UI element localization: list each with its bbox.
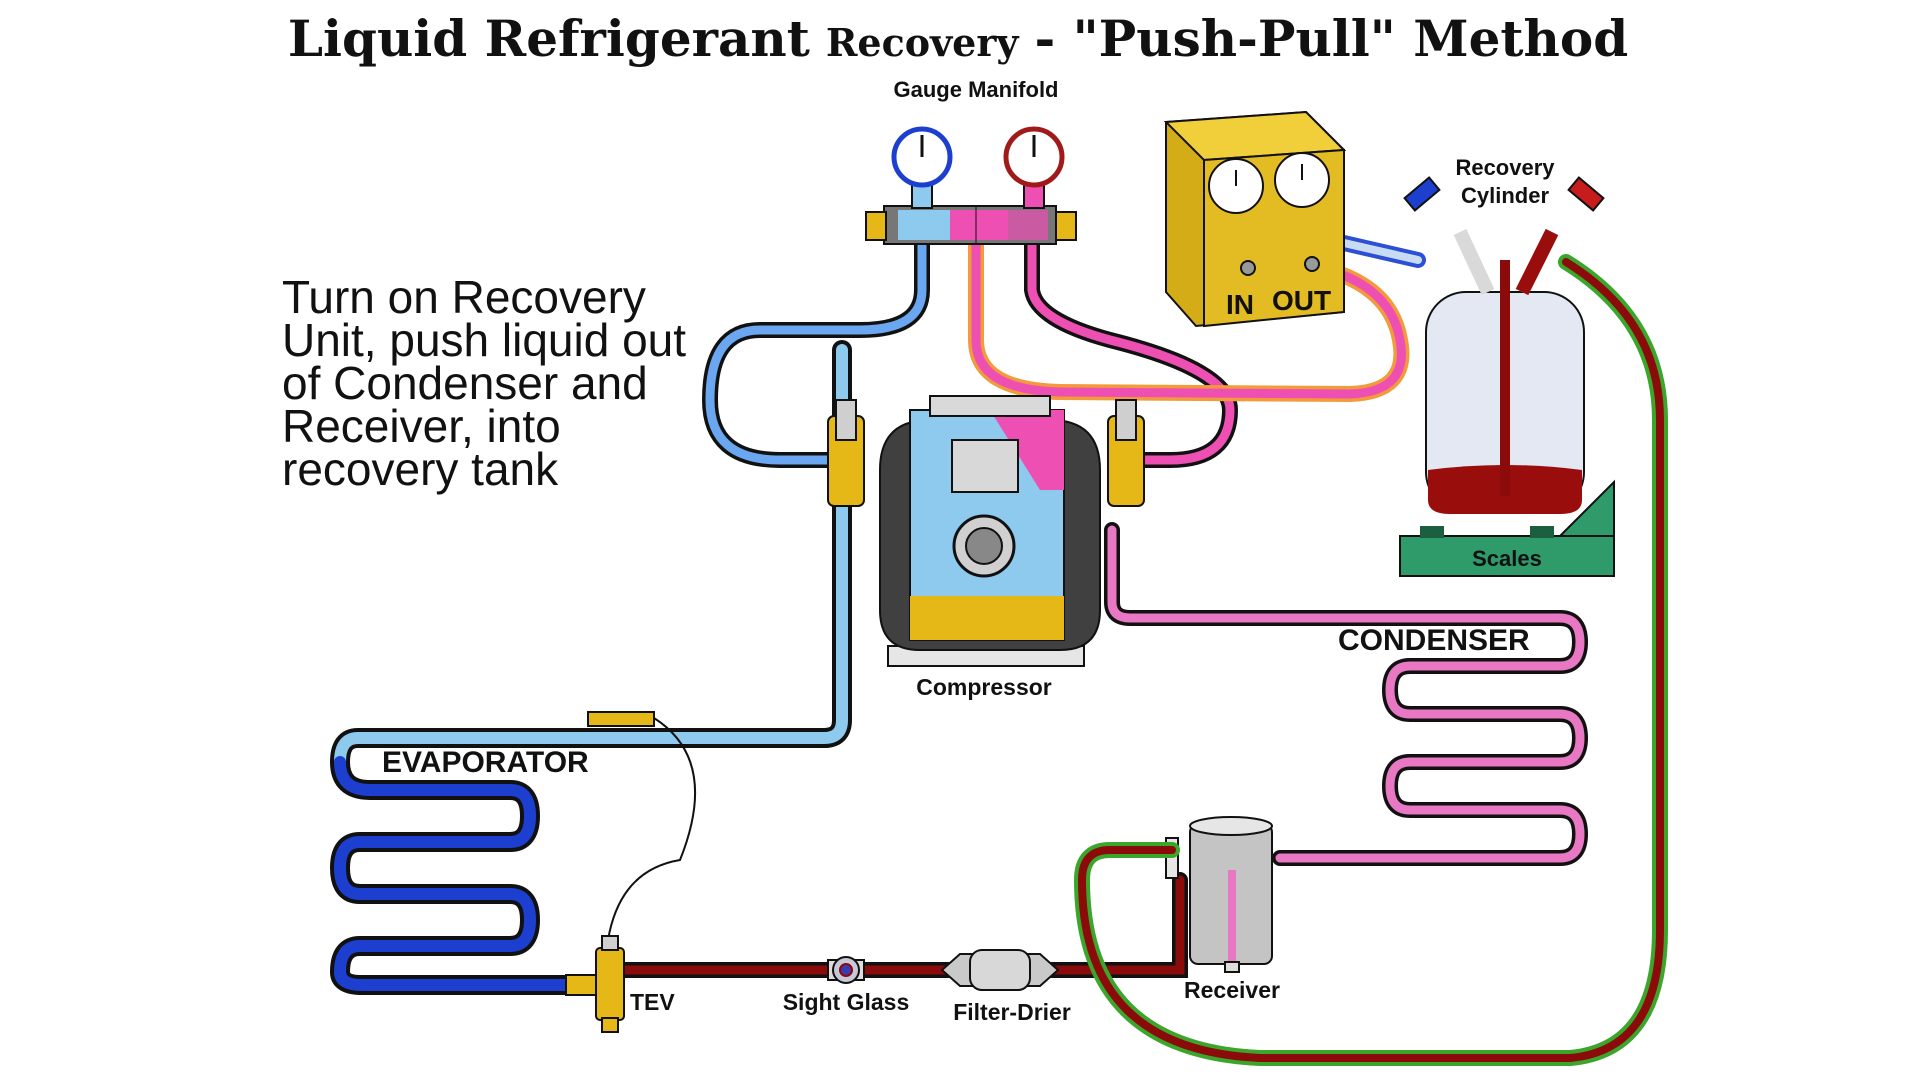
receiver-label: Receiver [1184,977,1280,1003]
evaporator-coil: EVAPORATOR [330,340,852,995]
gauge-manifold [865,183,1077,245]
low-side-gauge [891,126,953,188]
compressor [827,395,1145,667]
recovery-cylinder-label-1: Recovery [1455,155,1555,180]
filter-drier [940,949,1060,991]
recovery-in-label: IN [1226,289,1254,320]
instruction-line-4: Receiver, into [282,400,561,452]
tev-label: TEV [630,989,675,1015]
instruction-text: Turn on Recovery Unit, push liquid out o… [282,271,686,495]
recovery-cylinder [1403,176,1605,514]
gauge-manifold-label: Gauge Manifold [894,77,1059,102]
sight-glass [827,956,865,984]
high-side-gauge [1003,126,1065,188]
condenser-label: CONDENSER [1338,624,1530,657]
compressor-label: Compressor [916,674,1052,700]
tev-sensing-bulb [587,711,697,941]
recovery-unit [1163,110,1347,328]
instruction-line-1: Turn on Recovery [282,271,646,323]
recovery-out-label: OUT [1272,285,1331,316]
filter-drier-label: Filter-Drier [953,999,1071,1025]
scales-label: Scales [1472,546,1542,571]
diagram-title: Liquid Refrigerant Recovery - "Push-Pull… [288,9,1628,68]
recovery-cylinder-label-2: Cylinder [1461,183,1549,208]
title-part-1: Liquid Refrigerant [288,9,810,68]
title-part-2: Recovery [826,20,1020,65]
evaporator-label: EVAPORATOR [382,746,589,779]
instruction-line-2: Unit, push liquid out [282,314,686,366]
sight-glass-label: Sight Glass [783,989,910,1015]
title-part-3: - "Push-Pull" Method [1034,9,1628,68]
scales [1399,479,1615,577]
liquid-line [612,872,1188,978]
instruction-line-5: recovery tank [282,443,559,495]
tev-valve [565,935,625,1033]
instruction-line-3: of Condenser and [282,357,648,409]
condenser-coil: CONDENSER [1104,522,1588,866]
recovery-liquid-hose [1073,254,1668,1066]
